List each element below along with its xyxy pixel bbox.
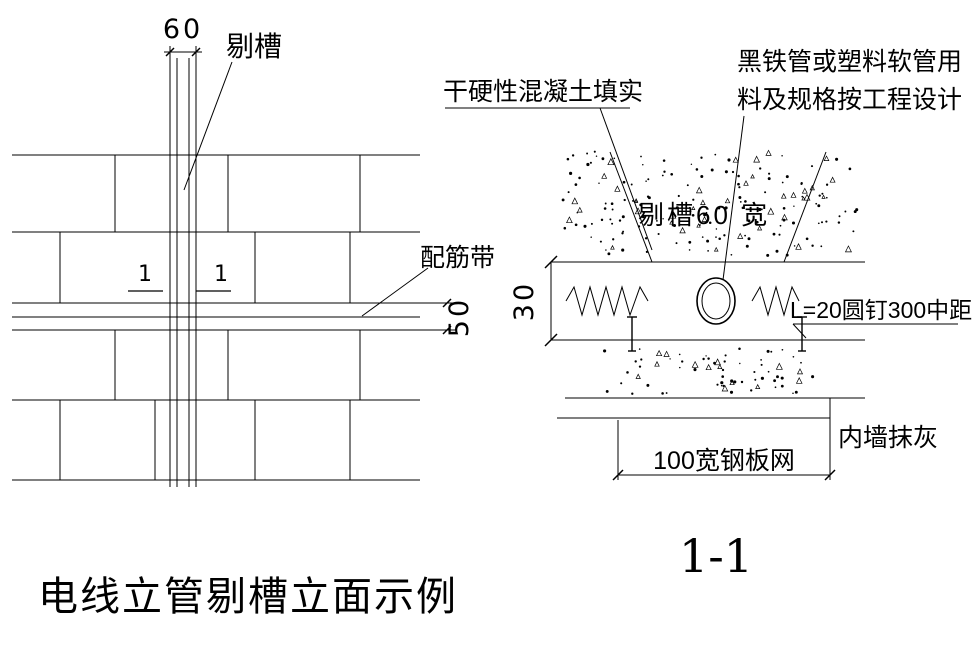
nail-left [627,316,637,352]
concrete-stipple-upper [561,149,859,257]
top-dimension-ticks [164,47,202,57]
depth-dimension-label: 30 [509,281,540,321]
riser-pipe-lines [169,46,197,487]
fill-note-label: 干硬性混凝土填实 [443,78,643,106]
rebar-band-label: 配筋带 [420,244,495,272]
cut-mark-right-label: 1 [214,262,228,287]
pipe-note-line2: 料及规格按工程设计 [737,86,962,114]
cut-mark-left-label: 1 [138,262,152,287]
band-dimension-ticks [442,298,452,335]
mortar-stipple-lower [603,347,815,395]
pipe-note-line1: 黑铁管或塑料软管用 [737,48,962,76]
nail-note-label: L=20圆钉300中距 [790,297,972,323]
wall-course-lines [12,154,455,481]
elevation-view: 60 剔槽 1 1 配筋带 50 电线立管剔槽立面示例 [12,14,495,620]
groove-label: 剔槽 [226,31,282,62]
depth-dimension [544,255,558,347]
mesh-zigzag-left [565,285,649,317]
mesh-zigzag-right [751,285,800,317]
wall-finish-lines [557,397,865,419]
mesh-dimension-label: 100宽钢板网 [653,447,795,475]
band-outline [551,261,865,341]
brick-joint-lines [59,155,361,480]
nail-note-leader [792,323,958,339]
groove-outline [609,151,827,263]
section-view: 30 干硬性混凝土填实 黑铁管或塑料软管用 料及规格按工程设计 [443,48,972,583]
top-dimension-label: 60 [163,14,203,45]
section-title: 1-1 [679,529,753,583]
pipe-note-leader [722,115,745,281]
groove-width-label: 剔槽60 宽 [638,200,770,230]
rebar-band-leader-line [361,267,429,317]
mesh-dimension [612,420,836,481]
plaster-label: 内墙抹灰 [838,424,938,452]
conduit-pipe-section [696,277,736,325]
elevation-caption: 电线立管剔槽立面示例 [38,574,458,620]
fill-note-leader [445,107,653,251]
band-dimension-label: 50 [444,297,475,337]
groove-leader-line [183,61,233,191]
